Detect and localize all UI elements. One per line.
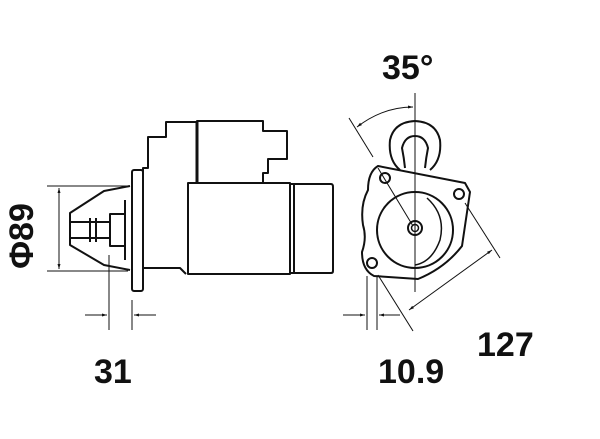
mount-width-label: 127 <box>477 326 534 364</box>
front-view <box>361 120 471 280</box>
flange <box>131 169 144 292</box>
flange-offset-label: 10.9 <box>378 353 445 391</box>
end-cap <box>290 183 334 274</box>
angle-label: 35° <box>382 49 434 87</box>
bolt-hole <box>453 188 465 200</box>
diameter-label: Φ89 <box>3 203 41 269</box>
drive-housing <box>143 267 187 275</box>
pinion <box>70 200 126 260</box>
bolt-hole <box>366 257 378 269</box>
side-view <box>69 120 334 292</box>
front-construction-lines <box>343 93 501 332</box>
nose-cone <box>69 185 131 271</box>
motor-body <box>187 182 291 275</box>
pinion-offset-label: 31 <box>94 353 132 391</box>
bolt-hole <box>379 172 391 184</box>
dimension-diameter <box>47 185 128 272</box>
solenoid <box>142 120 288 182</box>
dimension-31 <box>85 255 156 330</box>
